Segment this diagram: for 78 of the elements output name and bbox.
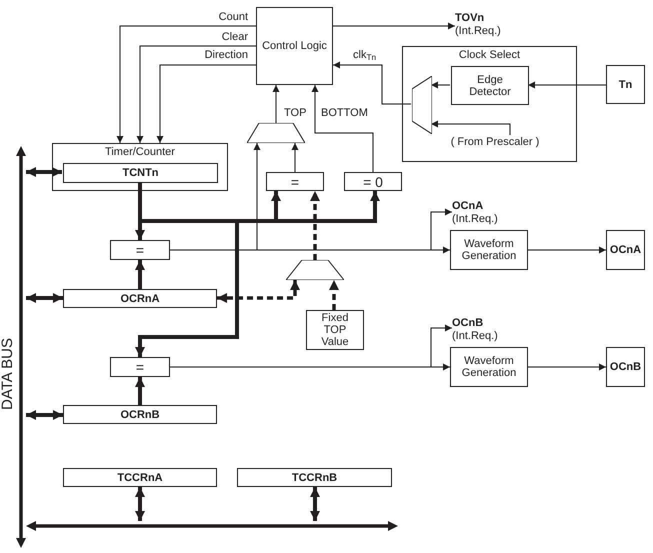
block-label: OCRnA: [120, 292, 160, 304]
arrow: [135, 182, 239, 357]
register-box: [63, 163, 218, 183]
pin-box: [606, 230, 645, 270]
group-box: [402, 46, 577, 162]
block-label: = 0: [363, 176, 383, 188]
comparator-box: [110, 240, 170, 260]
process-box: [306, 310, 364, 350]
edge-label: TOP: [283, 107, 308, 119]
edge-label: clk$_{Tn}$: [352, 49, 378, 61]
arrow: [528, 364, 606, 370]
edge-label: BOTTOM: [320, 107, 369, 119]
pin-box: [606, 65, 645, 104]
arrow: [135, 487, 145, 521]
arrow: [135, 377, 145, 405]
block-label: Clock Select: [458, 49, 520, 62]
arrow: [116, 26, 256, 144]
edge-label: Count: [218, 11, 249, 23]
arrow: [310, 487, 320, 521]
pin-box: [606, 347, 645, 387]
arrow: [528, 246, 606, 254]
arrow: [170, 324, 452, 368]
arrow: [135, 260, 145, 289]
edge-label: Direction: [204, 49, 249, 61]
process-box: [256, 7, 333, 85]
block-label: =: [136, 244, 144, 256]
block-label: TCCRnB: [292, 472, 338, 484]
register-box: [63, 289, 217, 308]
block-label: (Int.Req.): [452, 330, 498, 343]
comparator-box: [110, 357, 170, 377]
block-label: ( From Prescaler ): [450, 136, 540, 149]
arrow: [528, 82, 606, 88]
arrow: [156, 64, 256, 144]
arrow: [136, 46, 256, 144]
arrow: [170, 208, 452, 250]
group-box: [52, 143, 228, 191]
arrow: [310, 191, 320, 260]
block-label: =: [136, 361, 144, 373]
block-label: OCnA: [452, 200, 484, 213]
arrow: [217, 280, 300, 303]
register-box: [63, 468, 217, 487]
register-box: [63, 405, 217, 424]
comparator-box: [344, 172, 402, 191]
block-label: OCnA: [610, 244, 642, 256]
process-box: [450, 230, 528, 270]
arrow: [312, 84, 374, 172]
arrow: [26, 410, 63, 420]
block-label: OCRnB: [120, 408, 160, 420]
block-label: =: [290, 176, 300, 188]
bus-label: DATA BUS: [0, 338, 15, 410]
arrow: [430, 120, 510, 136]
register-box: [237, 468, 392, 487]
process-box: [451, 66, 529, 105]
block-label: Control Logic: [262, 40, 327, 52]
edge-label: Clear: [220, 31, 249, 43]
arrow: [272, 84, 280, 124]
block-label: Edge Detector: [468, 74, 512, 98]
arrow: [332, 62, 412, 104]
block-label: (Int.Req.): [455, 25, 501, 38]
block-label: OCnB: [452, 317, 484, 330]
block-label: Fixed TOP Value: [320, 312, 350, 348]
arrow: [329, 280, 339, 310]
comparator-box: [266, 172, 324, 191]
arrow: [26, 293, 63, 303]
arrow: [26, 167, 62, 177]
block-label: Waveform Generation: [460, 355, 518, 379]
block-label: TOVn: [455, 12, 484, 25]
block-label: Tn: [618, 78, 632, 90]
block-label: OCnB: [610, 361, 642, 373]
block-label: Waveform Generation: [460, 238, 518, 262]
arrow: [430, 82, 450, 88]
block-label: Timer/Counter: [105, 146, 175, 159]
arrow: [332, 22, 456, 30]
block-label: TCNTn: [122, 167, 159, 179]
arrow: [292, 142, 298, 172]
block-label: TCCRnA: [117, 472, 163, 484]
process-box: [450, 347, 528, 387]
block-label: (Int.Req.): [452, 213, 498, 226]
